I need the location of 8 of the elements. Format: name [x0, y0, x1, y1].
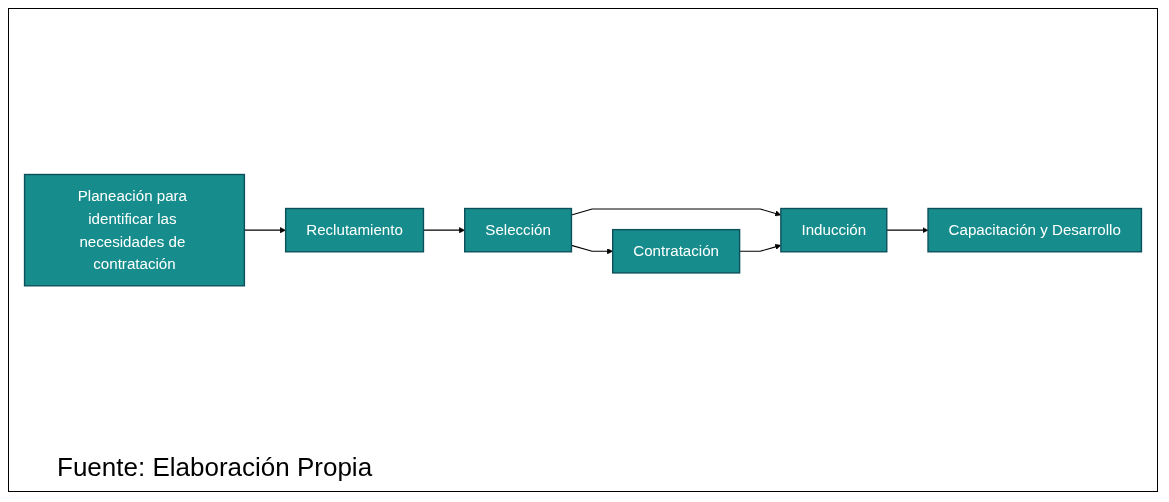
- node-box: Planeación para identificar las necesidades de contratación: [23, 173, 246, 287]
- caption: Fuente: Elaboración Propia: [57, 452, 373, 483]
- node-box: Inducción: [780, 207, 888, 253]
- node-box: Capacitación y Desarrollo: [927, 207, 1143, 253]
- node-box: Selección: [464, 207, 573, 253]
- node-box: Reclutamiento: [284, 207, 425, 253]
- arrow: [886, 226, 929, 233]
- node-box: Contratación: [612, 228, 741, 274]
